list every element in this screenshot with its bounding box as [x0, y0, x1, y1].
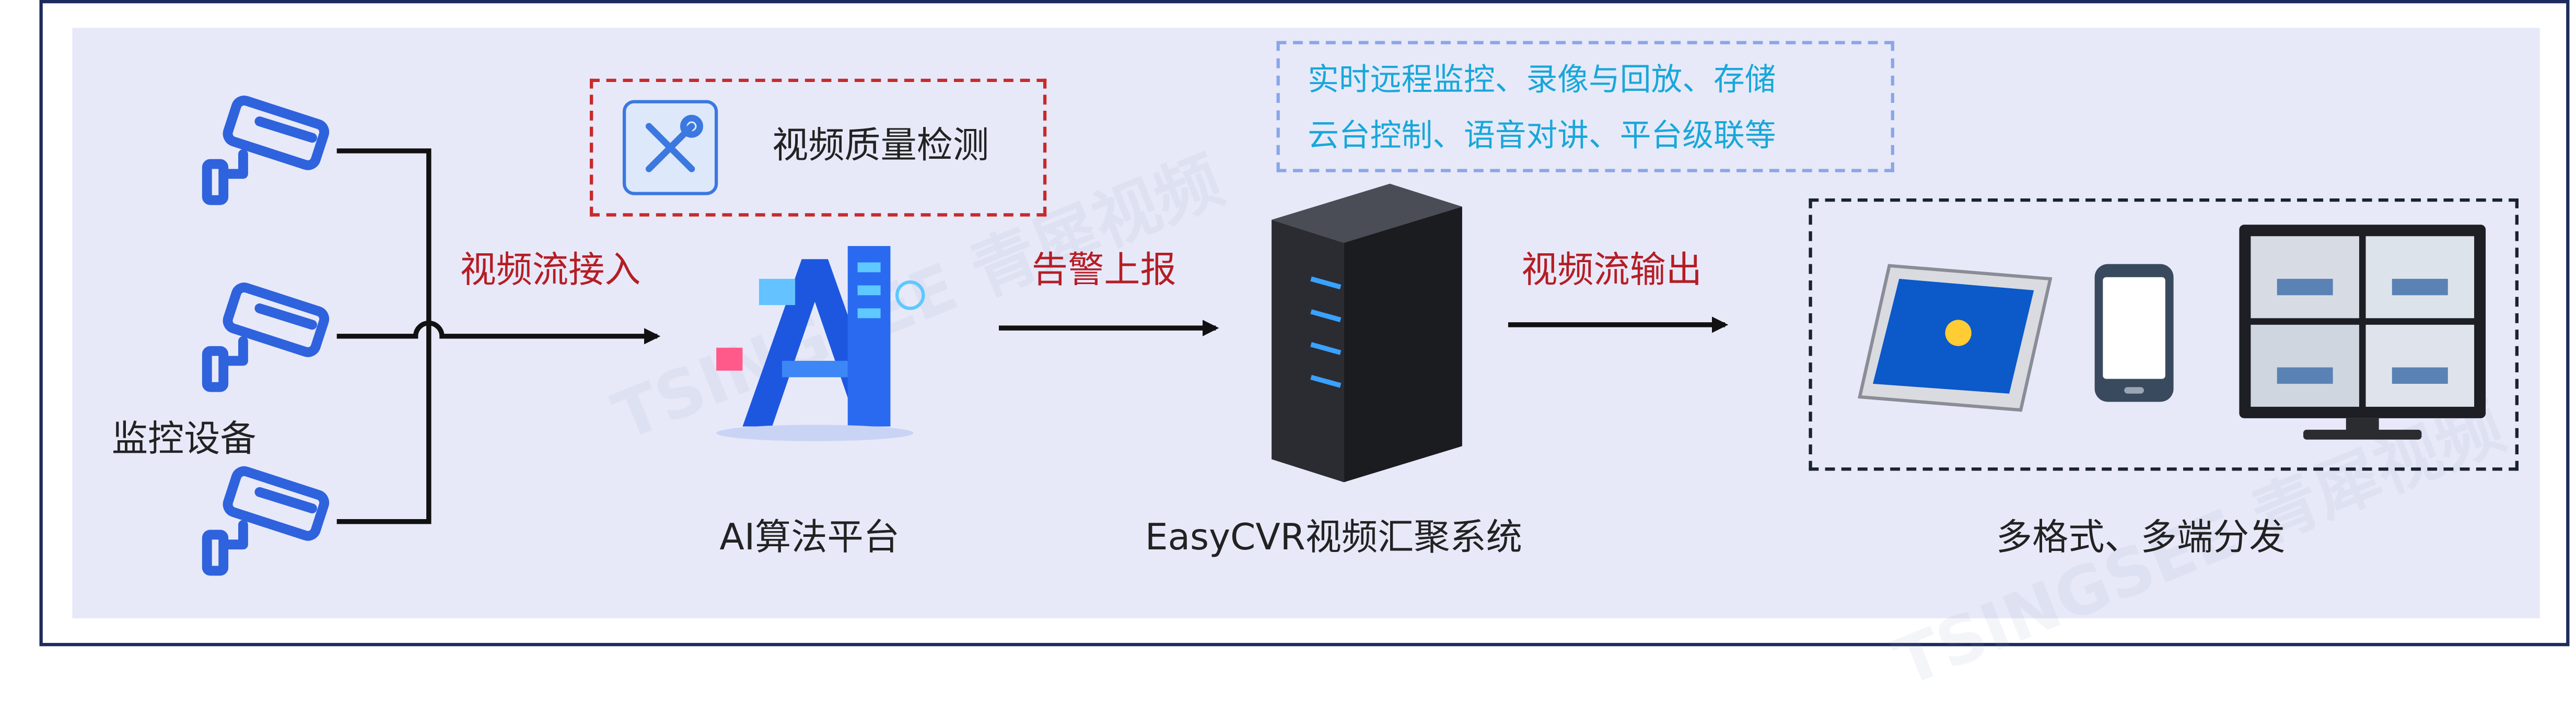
features-line-1: 实时远程监控、录像与回放、存储 — [1308, 62, 1776, 99]
tablet-icon — [1858, 264, 2053, 412]
tools-icon — [622, 100, 718, 195]
connector-lines — [336, 148, 1729, 524]
server-icon — [1272, 183, 1462, 483]
video-quality-label: 视频质量检测 — [772, 126, 989, 168]
phone-icon — [2094, 264, 2174, 402]
features-box — [1276, 41, 1894, 172]
video-quality-box — [589, 78, 1047, 217]
monitoring-devices-label: 监控设备 — [111, 420, 257, 461]
video-stream-out-label: 视频流输出 — [1521, 251, 1703, 292]
monitor-icon — [2239, 225, 2486, 440]
diagram-canvas: TSINGSEE 青犀视频 TSINGSEE 青犀视频 — [39, 0, 2570, 702]
easycvr-system-label: EasyCVR视频汇聚系统 — [1145, 518, 1522, 559]
video-stream-in-label: 视频流接入 — [460, 251, 641, 292]
camera-icon — [202, 283, 330, 392]
ai-platform-label: AI算法平台 — [719, 518, 900, 559]
ai-platform-illustration — [716, 246, 925, 441]
multi-format-label: 多格式、多端分发 — [1996, 518, 2286, 559]
camera-icon — [202, 466, 330, 576]
features-line-2: 云台控制、语音对讲、平台级联等 — [1308, 118, 1776, 155]
alarm-report-label: 告警上报 — [1031, 251, 1176, 292]
terminals-box — [1809, 198, 2519, 471]
camera-icon — [202, 96, 330, 205]
